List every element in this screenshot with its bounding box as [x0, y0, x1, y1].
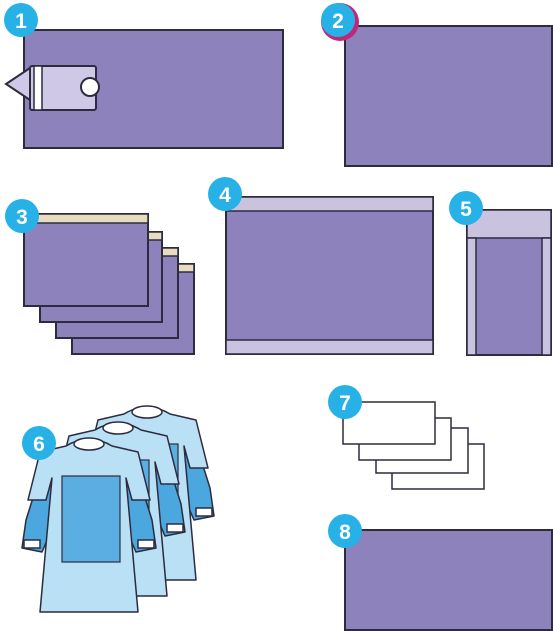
badge-7: 7 — [328, 385, 362, 419]
clamp-icon — [6, 66, 99, 110]
svg-text:5: 5 — [460, 198, 472, 221]
badge-5: 5 — [449, 191, 483, 225]
svg-text:8: 8 — [339, 521, 351, 544]
item-5-drape: 5 — [449, 191, 551, 355]
svg-text:3: 3 — [16, 206, 28, 229]
item-1-drape: 1 — [4, 3, 283, 148]
item-3-drape-stack: 3 — [5, 199, 194, 354]
badge-1: 1 — [4, 3, 38, 37]
badge-8: 8 — [328, 514, 362, 548]
svg-text:2: 2 — [332, 10, 344, 33]
item-4-drape: 4 — [208, 177, 433, 354]
badge-2: 2 — [321, 3, 359, 41]
badge-6: 6 — [22, 426, 56, 460]
badge-3: 3 — [5, 199, 39, 233]
svg-text:4: 4 — [219, 184, 231, 207]
svg-text:1: 1 — [15, 10, 27, 33]
svg-text:7: 7 — [339, 392, 351, 415]
svg-text:6: 6 — [33, 433, 45, 456]
item-2-drape-sheet — [345, 26, 552, 166]
item-6-gowns: 6 — [22, 406, 214, 612]
item-8-drape-sheet — [345, 530, 552, 630]
badge-4: 4 — [208, 177, 242, 211]
item-7-towels: 7 — [328, 385, 484, 489]
item-8-drape: 8 — [328, 514, 552, 630]
item-2-drape: 2 — [321, 3, 552, 166]
